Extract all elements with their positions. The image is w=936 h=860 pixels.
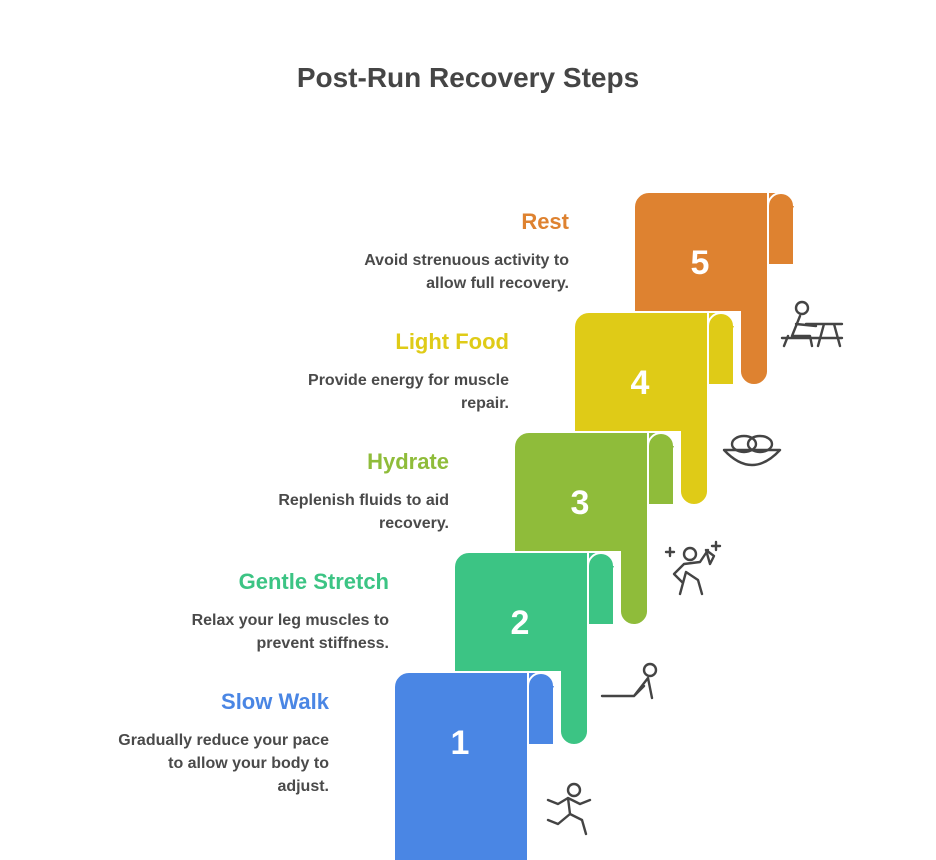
- description-line: Replenish fluids to aid: [278, 492, 449, 509]
- description-line: Relax your leg muscles to: [191, 612, 389, 629]
- step-panel: [393, 671, 529, 860]
- step-description: Provide energy for muscle repair.: [209, 369, 509, 415]
- step-title: Slow Walk: [221, 689, 329, 714]
- step-title: Hydrate: [367, 449, 449, 474]
- step-fold-line: [767, 191, 795, 265]
- description-line: repair.: [460, 395, 509, 412]
- step-number: 1: [451, 724, 470, 762]
- step-title: Rest: [521, 209, 569, 234]
- step-panel: [573, 311, 710, 507]
- step-number: 2: [511, 604, 530, 642]
- step-number: 4: [631, 364, 650, 402]
- description-line: Avoid strenuous activity to: [364, 252, 569, 269]
- step-number: 5: [691, 244, 710, 282]
- step-panel: [453, 551, 590, 747]
- step-5: 5: [633, 191, 844, 387]
- drinking-person-icon: [664, 540, 722, 596]
- step-number: 3: [571, 484, 590, 522]
- diagram-title: Post-Run Recovery Steps: [296, 62, 640, 93]
- description-line: allow full recovery.: [426, 275, 569, 292]
- running-person-icon: [546, 782, 592, 836]
- step-panel: [633, 191, 770, 387]
- description-line: to allow your body to: [168, 755, 329, 772]
- step-title: Gentle Stretch: [238, 569, 389, 594]
- step-title: Light Food: [395, 329, 509, 354]
- step-1: 1: [393, 671, 592, 860]
- stretching-person-icon: [600, 662, 658, 700]
- description-line: Gradually reduce your pace: [118, 732, 329, 749]
- step-description: Avoid strenuous activity to allow full re…: [269, 249, 569, 295]
- description-line: recovery.: [379, 515, 449, 532]
- description-line: adjust.: [277, 778, 329, 795]
- step-description: Replenish fluids to aid recovery.: [149, 489, 449, 535]
- step-4: 4: [573, 311, 782, 507]
- step-description: Relax your leg muscles to prevent stiffne…: [89, 609, 389, 655]
- person-sitting-at-table-icon: [780, 300, 844, 348]
- description-line: Provide energy for muscle: [308, 372, 509, 389]
- food-bowl-icon: [722, 434, 782, 467]
- step-panel: [513, 431, 650, 627]
- description-line: prevent stiffness.: [256, 635, 389, 652]
- step-description: Gradually reduce your pace to allow your …: [29, 729, 329, 798]
- step-3: 3: [513, 431, 722, 627]
